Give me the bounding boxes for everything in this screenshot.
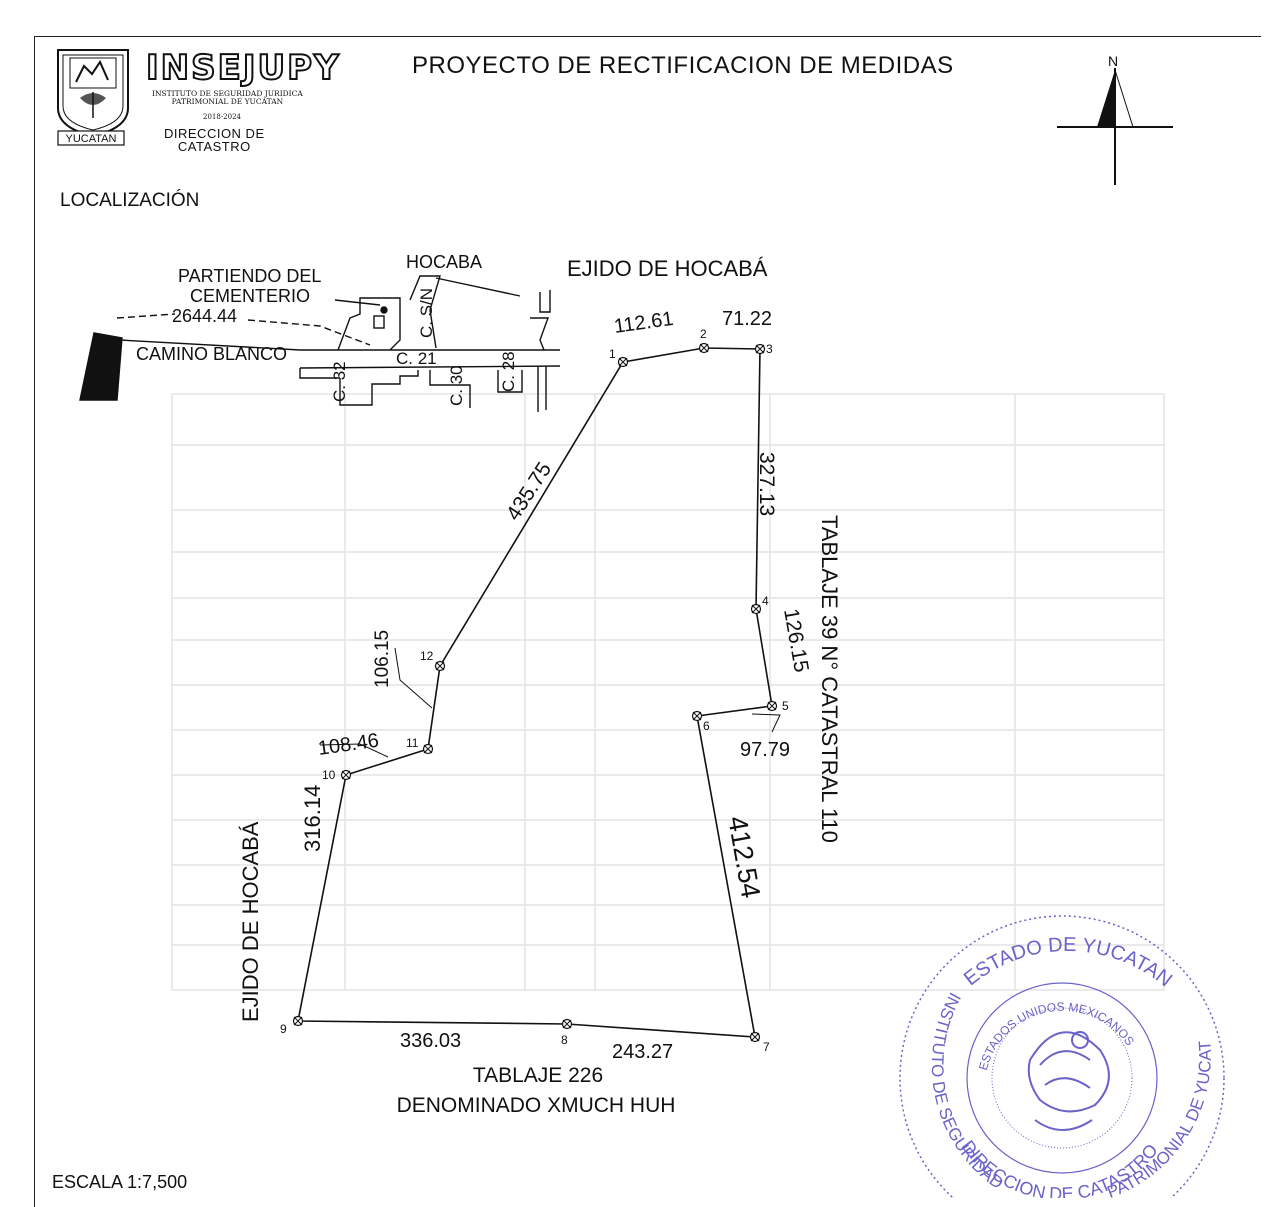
vertex-label: 1 [609,347,616,361]
side-length-label: 71.22 [722,308,772,330]
street-csn: C. S/N [417,288,436,338]
ghost-table [171,393,1165,991]
vertex-label: 5 [782,699,789,713]
side-length-label: 336.03 [400,1030,461,1052]
boundary-east: TABLAJE 39 N° CATASTRAL 110 [817,515,842,843]
boundary-south-1: TABLAJE 226 [473,1064,603,1087]
sheet-frame [34,36,1261,1207]
vertex-label: 12 [420,649,434,663]
side-length-label: 108.46 [317,730,381,760]
street-c21: C. 21 [396,349,437,368]
vertex-marker-icon [698,342,710,354]
boundary-south-2: DENOMINADO XMUCH HUH [397,1094,676,1117]
vertex-label: 6 [703,719,710,733]
leader-line [751,713,781,733]
parcel-location-marker [79,332,123,401]
boundary-north: EJIDO DE HOCABÁ [567,256,768,281]
institute-line-2: PATRIMONIAL DE YUCATAN [171,97,284,106]
road-label: CAMINO BLANCO [136,344,287,364]
side-length-label: 112.61 [613,308,675,338]
side-length-label: 316.14 [300,785,325,852]
vertex-marker-icon [292,1015,304,1027]
north-arrow-icon [1057,68,1173,185]
vertex-label: 10 [322,768,336,782]
localization-heading: LOCALIZACIÓN [60,190,200,211]
vertex-marker-icon [422,743,434,755]
location-sketch [79,275,561,412]
vertex-marker-icon [340,769,352,781]
vertex-marker-icon [766,700,778,712]
side-length-label: 243.27 [612,1041,673,1063]
boundary-west: EJIDO DE HOCABÁ [238,821,263,1022]
street-c32: C. 32 [330,361,349,402]
page-title: PROYECTO DE RECTIFICACION DE MEDIDAS [412,52,954,79]
side-length-label: 435.75 [502,458,556,524]
official-seal [899,915,1225,1198]
institute-name: INSTITUTO DE SEGURIDAD JURIDICA PATRIMON… [152,90,303,106]
shield-label: YUCATAN [66,133,117,145]
street-c28: C. 28 [499,351,518,392]
period: 2018-2024 [203,113,241,121]
vertex-label: 9 [280,1022,287,1036]
vertex-marker-icon [561,1018,573,1030]
start-label-1: PARTIENDO DEL [178,266,321,286]
dept-line-1: DIRECCION DE [164,126,265,141]
vertex-label: 4 [762,594,769,608]
vertex-marker-icon [434,660,446,672]
side-length-label: 106.15 [372,630,393,688]
vertex-label: 7 [763,1040,770,1054]
vertex-label: 8 [561,1033,568,1047]
eagle-emblem-icon [1027,1031,1110,1131]
dept-line-2: CATASTRO [177,139,251,154]
vertex-marker-icon [749,1031,761,1043]
town-label: HOCABA [406,252,482,272]
parcel-boundary [297,347,773,1038]
north-label: N [1108,53,1118,69]
brand-logo: INSEJUPY [145,47,341,89]
institute-line-1: INSTITUTO DE SEGURIDAD JURIDICA [152,89,303,98]
leader-line [394,647,433,709]
vertex-marker-icon [691,710,703,722]
vertex-marker-icon [754,343,766,355]
department: DIRECCION DE CATASTRO [164,127,265,153]
vertex-marker-icon [617,356,629,368]
street-c30: C. 30 [447,365,466,406]
side-length-label: 97.79 [740,739,790,761]
scale-label: ESCALA 1:7,500 [52,1172,188,1192]
vertex-label: 3 [766,342,773,356]
side-length-label: 327.13 [755,452,778,516]
leader-line [319,743,389,758]
vertex-label: 11 [406,736,419,750]
seal-inner-ring: ESTADOS UNIDOS MEXICANOS [976,1000,1137,1072]
start-label-2: CEMENTERIO [190,286,310,306]
vertex-marker-icon [750,603,762,615]
distance-label: 2644.44 [172,306,237,326]
vertex-label: 2 [700,327,707,341]
yucatan-shield-icon [57,49,129,146]
